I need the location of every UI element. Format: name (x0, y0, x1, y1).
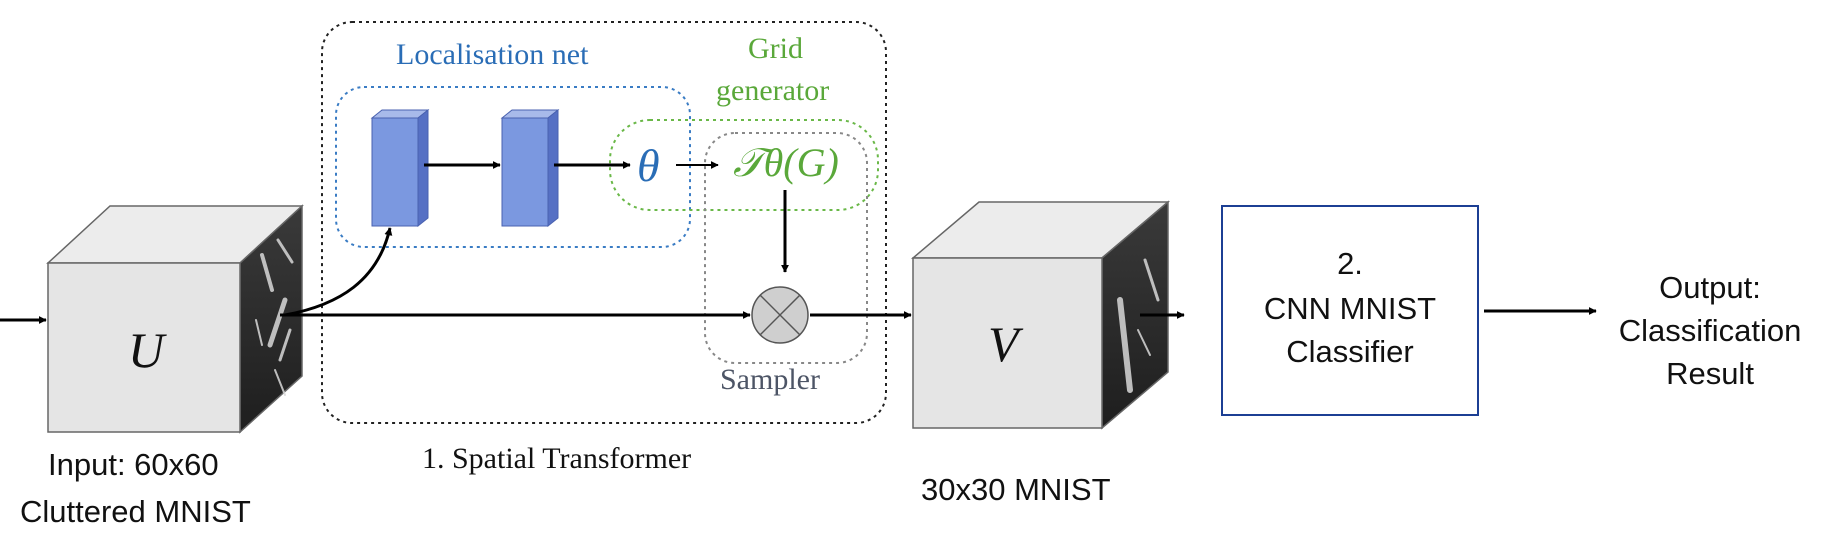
localisation-net-box (335, 86, 691, 248)
grid-generator-label-line1: Grid (748, 32, 803, 65)
spatial-transformer-label: 1. Spatial Transformer (422, 442, 692, 475)
output-cube-caption: 30x30 MNIST (921, 472, 1111, 507)
sampler-box (704, 132, 868, 364)
sampler-label: Sampler (720, 363, 820, 396)
input-caption-line1: Input: 60x60 (48, 447, 219, 482)
localisation-net-label: Localisation net (396, 38, 589, 71)
classifier-line2: CNN MNIST (1263, 291, 1437, 326)
classifier-box (1221, 205, 1479, 416)
circle-times-icon (751, 286, 809, 344)
input-symbol: U (128, 322, 165, 378)
localisation-layer-1 (370, 108, 430, 228)
classifier-line3: Classifier (1286, 334, 1414, 369)
transform-label: 𝒯θ(G) (733, 140, 839, 185)
input-caption-line2: Cluttered MNIST (20, 494, 251, 529)
spatial-transformer-box (321, 21, 887, 424)
localisation-layer-2 (500, 108, 560, 228)
arrow-input-to-localisation (284, 227, 393, 317)
output-cube (910, 200, 1171, 430)
result-line2: Classification (1618, 313, 1802, 348)
result-line1: Output: (1659, 270, 1761, 305)
input-cube (46, 204, 304, 434)
classifier-line1: 2. (1337, 246, 1363, 281)
grid-generator-box (609, 119, 879, 211)
grid-generator-label-line2: generator (716, 74, 830, 107)
output-symbol: V (988, 316, 1019, 372)
theta-symbol: θ (637, 140, 660, 191)
result-line3: Result (1666, 356, 1754, 391)
